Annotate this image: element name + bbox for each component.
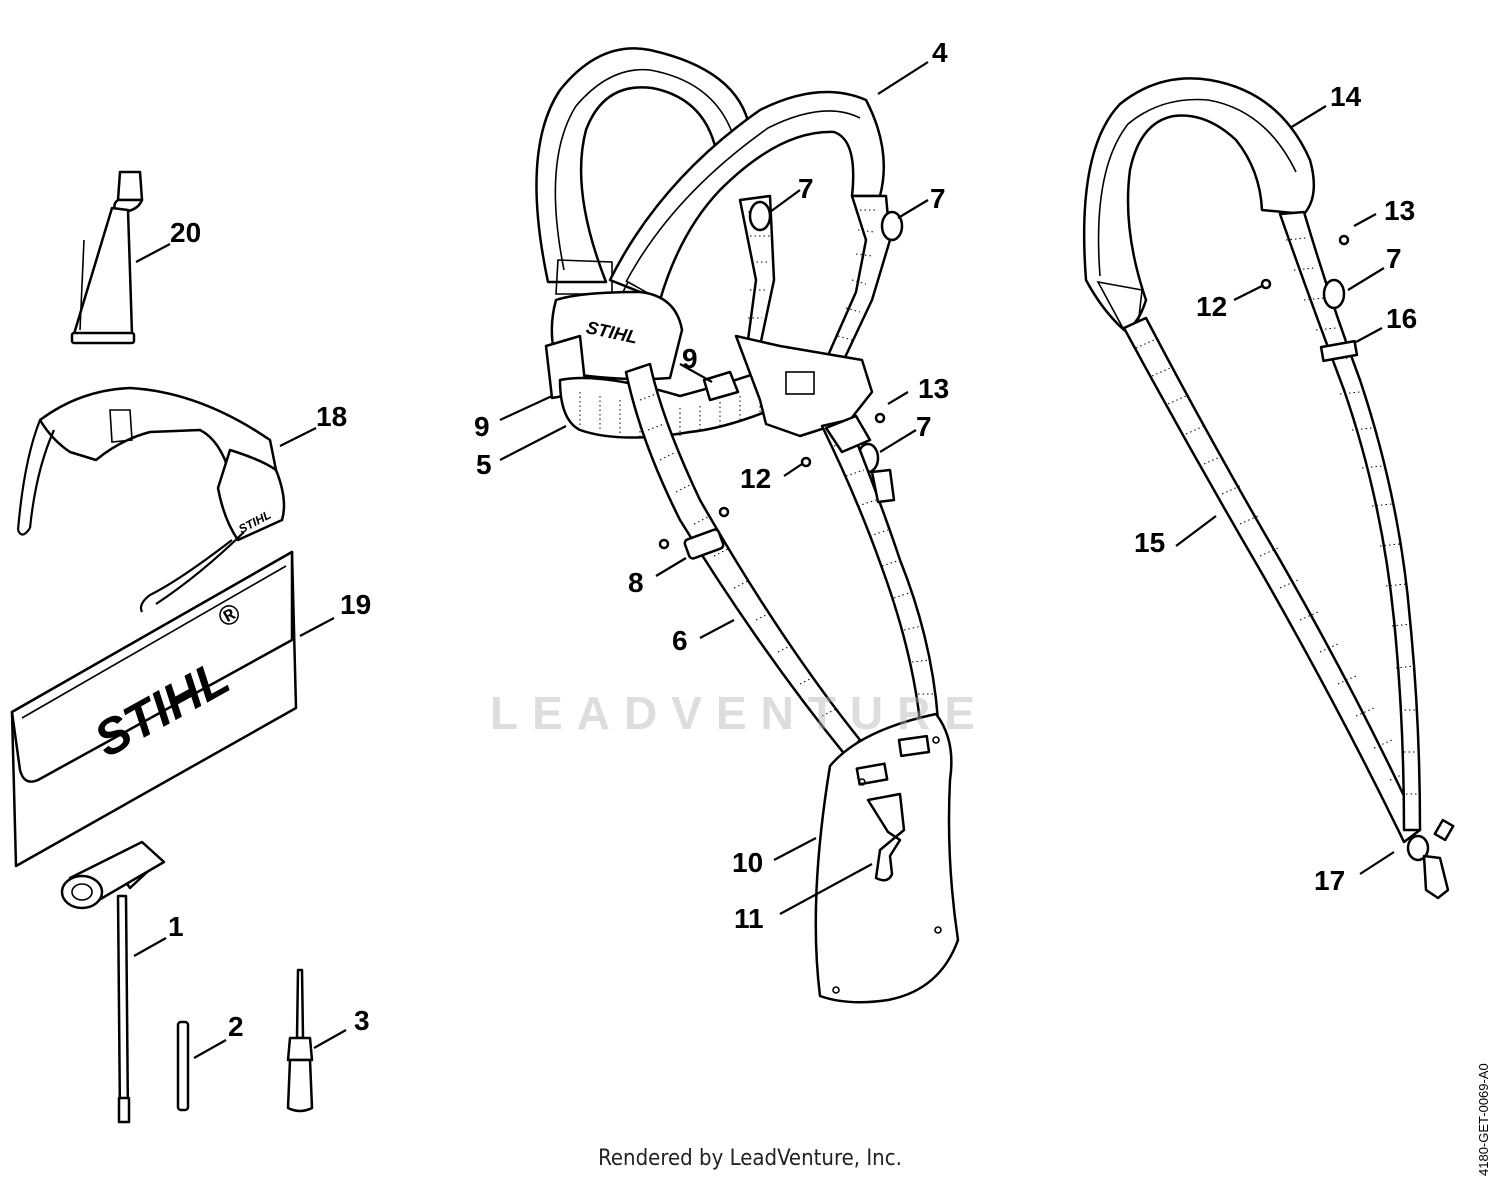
callout-10: 10	[732, 847, 763, 878]
callout-19: 19	[340, 589, 371, 620]
callout-7a: 7	[798, 173, 814, 204]
harness-assembly: STIHL	[535, 47, 904, 474]
callout-6: 6	[672, 625, 688, 656]
harness-hardware	[658, 412, 886, 550]
grease-tube	[70, 170, 144, 345]
callout-18: 18	[316, 401, 347, 432]
callout-7c: 7	[1386, 243, 1402, 274]
watermark-text: LEADVENTURE	[490, 687, 990, 739]
harness-strap-right	[820, 414, 940, 724]
callout-14: 14	[1330, 81, 1362, 112]
callout-2: 2	[228, 1011, 244, 1042]
callout-12a: 12	[740, 463, 771, 494]
hip-pad	[814, 712, 960, 1004]
tool-pouch: STIHL ®	[10, 550, 298, 868]
callout-4: 4	[932, 37, 948, 68]
callout-7d: 7	[916, 411, 932, 442]
callout-7b: 7	[930, 183, 946, 214]
locking-pin	[176, 1020, 190, 1112]
callout-16: 16	[1386, 303, 1417, 334]
callout-11: 11	[734, 903, 764, 934]
callout-labels: 20 18 19 1 2 3 4 7 7 7 7 9 9 5 8 6 10 11…	[168, 37, 1417, 1042]
callout-20: 20	[170, 217, 201, 248]
callout-5: 5	[476, 449, 492, 480]
callout-9a: 9	[474, 411, 490, 442]
callout-9b: 9	[682, 343, 698, 374]
screwdriver	[286, 968, 314, 1113]
callout-1: 1	[168, 911, 184, 942]
safety-glasses: STIHL	[16, 386, 286, 613]
callout-12b: 12	[1196, 291, 1227, 322]
callout-8: 8	[628, 567, 644, 598]
callout-17: 17	[1314, 865, 1345, 896]
callout-13b: 13	[1384, 195, 1415, 226]
footer-credit: Rendered by LeadVenture, Inc.	[598, 1146, 902, 1171]
callout-15: 15	[1134, 527, 1165, 558]
shoulder-strap	[1082, 77, 1455, 900]
leader-lines	[133, 61, 1395, 1059]
callout-3: 3	[354, 1005, 370, 1036]
document-id: 4180-GET-0069-A0	[1476, 1063, 1491, 1176]
callout-13a: 13	[918, 373, 949, 404]
combination-wrench	[60, 840, 166, 1124]
